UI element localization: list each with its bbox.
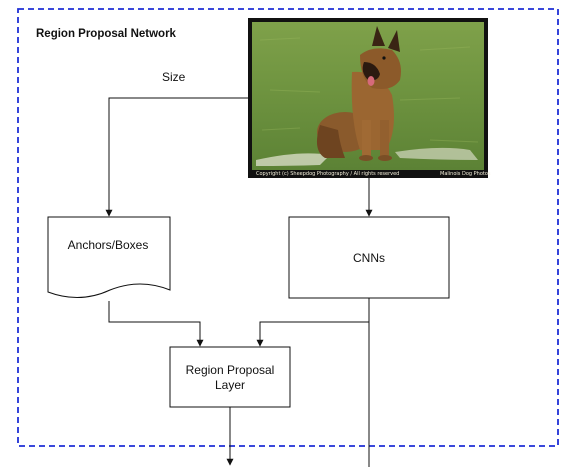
- cnns-node: [288, 216, 450, 299]
- region-proposal-node: [169, 346, 291, 408]
- region-border: [17, 8, 559, 447]
- region-title: Region Proposal Network: [36, 28, 176, 40]
- edge-anchors-to-region-proposal: [108, 301, 204, 347]
- cnns-label: CNNs: [353, 251, 385, 265]
- photo-caption-left: Copyright (c) Sheepdog Photography / All…: [256, 171, 400, 177]
- anchors-boxes-label: Anchors/Boxes: [67, 238, 149, 252]
- anchors-boxes-node: [47, 216, 171, 299]
- edge-photo-to-anchors: [105, 97, 248, 217]
- edge-cnns-to-region-proposal: [256, 298, 370, 347]
- size-edge-label: Size: [162, 70, 186, 84]
- input-dog-photo: [248, 18, 488, 178]
- region-proposal-label: Region Proposal Layer: [185, 363, 275, 392]
- dog-figure: [316, 26, 401, 161]
- photo-caption-right: Malinois Dog Photos: [440, 171, 491, 177]
